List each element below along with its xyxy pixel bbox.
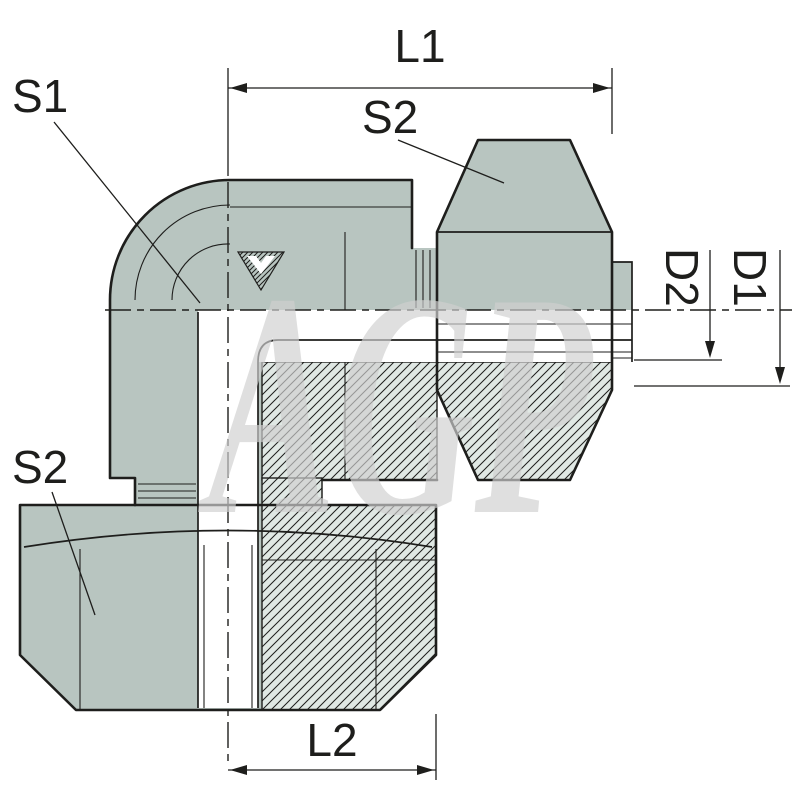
l2-arrow-right <box>417 765 434 775</box>
d2-label: D2 <box>656 248 708 307</box>
right-nut-outline <box>435 138 614 482</box>
s2-top-text: S2 <box>362 91 418 143</box>
s2-left-leader-line <box>51 491 96 616</box>
d2-arrow <box>705 341 715 358</box>
l2-label: L2 <box>306 714 357 766</box>
dimension-l1: L1 <box>227 20 613 176</box>
s2-top-leader-line <box>397 139 505 184</box>
body-outline <box>108 178 439 507</box>
s1-text: S1 <box>12 70 68 122</box>
l2-arrow-left <box>230 765 247 775</box>
l1-label: L1 <box>394 20 445 72</box>
s1-leader-line <box>53 121 201 304</box>
s2-left-text: S2 <box>12 441 68 493</box>
horizontal-bore <box>228 310 632 362</box>
bottom-nut-outline <box>18 503 438 712</box>
l1-arrow-left <box>230 83 247 93</box>
tube-stub-outline <box>612 261 633 362</box>
label-s2-top: S2 <box>362 91 505 184</box>
label-s1: S1 <box>12 70 201 304</box>
l1-extension-lines <box>227 68 613 176</box>
brand-mark-icon <box>236 251 286 292</box>
l1-arrow-right <box>593 83 610 93</box>
body-corner-fill <box>110 180 412 310</box>
dimension-l2: L2 <box>228 714 437 780</box>
watermark-text: AGP <box>196 228 595 582</box>
dimension-d1: D1 <box>634 248 790 387</box>
bottom-stud-section <box>261 477 323 506</box>
detail-lines <box>79 204 632 710</box>
d1-label: D1 <box>724 248 776 307</box>
brand-mark-chevron <box>247 256 275 274</box>
dimension-d2: D2 <box>634 248 722 361</box>
bore-wall-lines <box>23 231 632 708</box>
d1-arrow <box>775 367 785 384</box>
label-s2-left: S2 <box>12 441 96 616</box>
